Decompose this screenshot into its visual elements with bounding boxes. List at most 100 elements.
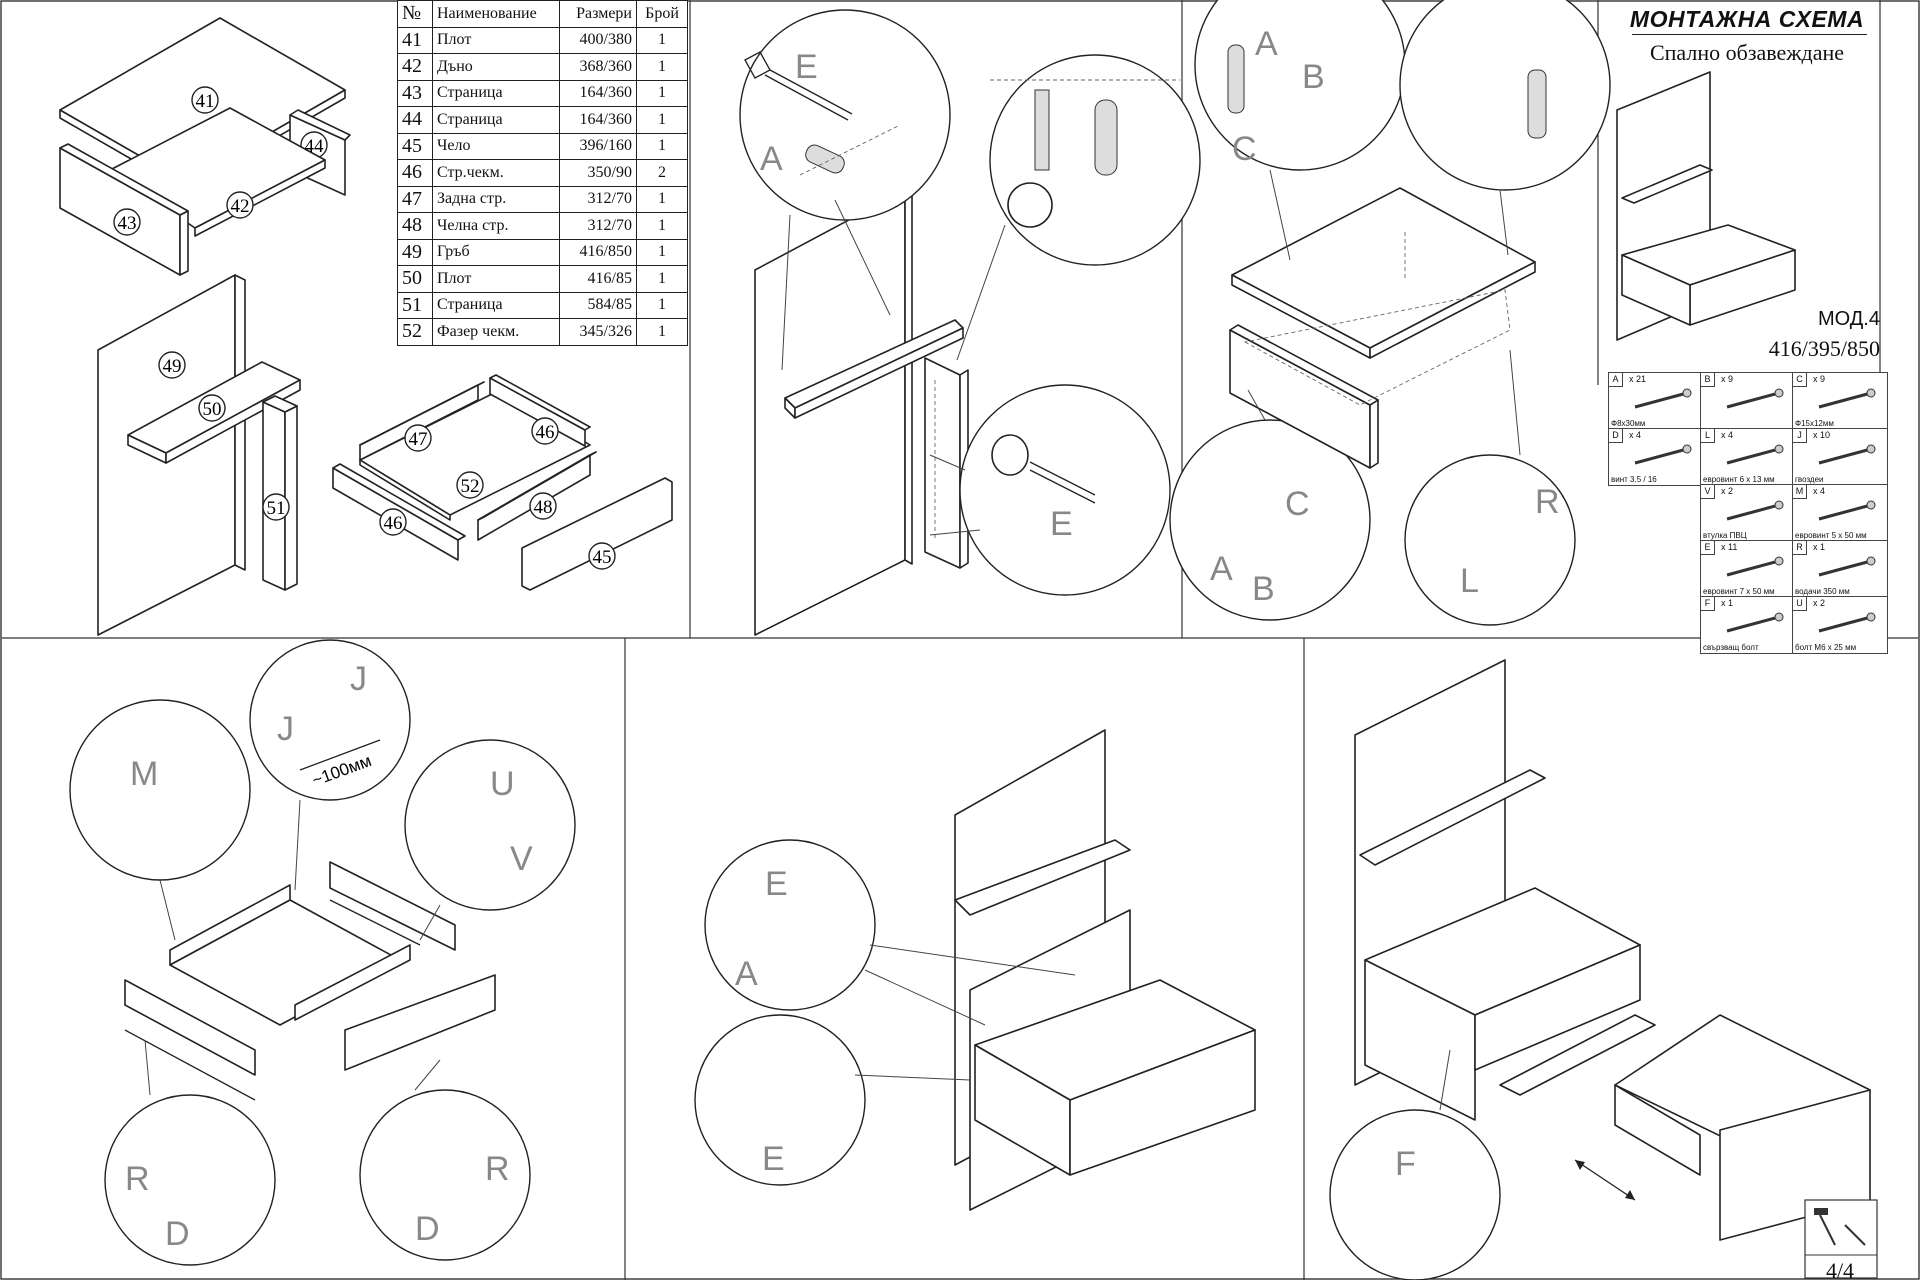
cell-size: 312/70 xyxy=(559,185,637,213)
hardware-code: J xyxy=(1793,429,1807,443)
nail-icon xyxy=(1818,444,1876,465)
detail-letter-D2: D xyxy=(415,1210,440,1248)
hardware-code: V xyxy=(1701,485,1715,499)
part-label-50: 50 xyxy=(203,399,222,420)
cell-name: Чело xyxy=(432,132,560,160)
hardware-code: R xyxy=(1793,541,1807,555)
cell-qty: 1 xyxy=(636,79,688,107)
back-shelf-panel: E A E xyxy=(739,9,1201,636)
cam-lock-icon xyxy=(1818,388,1876,409)
cell-qty: 2 xyxy=(636,159,688,187)
detail-letter-R: R xyxy=(1535,483,1560,521)
product-preview xyxy=(1616,71,1796,341)
detail-letter-J1: J xyxy=(350,660,367,698)
detail-letter-U: U xyxy=(490,765,515,803)
hardware-code: C xyxy=(1793,373,1807,387)
hardware-desc: свързващ болт xyxy=(1703,643,1759,652)
cell-name: Стр.чекм. xyxy=(432,159,560,187)
cell-qty: 1 xyxy=(636,291,688,319)
hardware-qty: x 10 xyxy=(1813,430,1831,440)
detail-letter-A-top: A xyxy=(1255,25,1278,63)
cell-num: 51 xyxy=(397,291,433,319)
detail-letter-R1: R xyxy=(125,1160,150,1198)
drawer-runner-icon xyxy=(1818,556,1876,577)
cell-size: 368/360 xyxy=(559,53,637,81)
cell-qty: 1 xyxy=(636,53,688,81)
hardware-desc: евровинт 6 x 13 мм xyxy=(1703,475,1775,484)
hardware-qty: x 4 xyxy=(1813,486,1826,496)
part-label-42: 42 xyxy=(231,196,250,217)
hardware-qty: x 9 xyxy=(1721,374,1734,384)
long-screw-icon xyxy=(1818,500,1876,521)
bolt-icon xyxy=(1818,612,1876,633)
detail-letter-B-low: B xyxy=(1252,570,1275,608)
hardware-code: U xyxy=(1793,597,1807,611)
hardware-qty: x 2 xyxy=(1721,486,1734,496)
detail-letter-C-top: C xyxy=(1232,130,1257,168)
cell-name: Страница xyxy=(432,106,560,134)
detail-letter-E3: E xyxy=(765,865,788,903)
cell-num: 45 xyxy=(397,132,433,160)
cell-size: 350/90 xyxy=(559,159,637,187)
cell-num: 41 xyxy=(397,26,433,54)
hardware-qty: x 1 xyxy=(1721,598,1734,608)
hardware-code: B xyxy=(1701,373,1715,387)
connecting-bolt-icon xyxy=(1726,612,1784,633)
cell-size: 584/85 xyxy=(559,291,637,319)
detail-letter-D1: D xyxy=(165,1215,190,1253)
part-label-46a: 46 xyxy=(536,422,555,443)
cell-size: 164/360 xyxy=(559,106,637,134)
header-size: Размери xyxy=(559,0,637,28)
cell-num: 43 xyxy=(397,79,433,107)
euroscrew-detail xyxy=(991,434,1096,504)
part-label-46b: 46 xyxy=(384,513,403,534)
cell-size: 416/85 xyxy=(559,265,637,293)
cell-size: 400/380 xyxy=(559,26,637,54)
part-label-41: 41 xyxy=(196,91,215,112)
detail-letter-J2: J xyxy=(277,710,294,748)
hardware-desc: Ф15x12мм xyxy=(1795,419,1834,428)
cell-qty: 1 xyxy=(636,238,688,266)
cell-name: Страница xyxy=(432,79,560,107)
exploded-parts-panel xyxy=(59,17,673,636)
hardware-qty: x 9 xyxy=(1813,374,1826,384)
hardware-code: F xyxy=(1701,597,1715,611)
cell-name: Страница xyxy=(432,291,560,319)
detail-letter-V: V xyxy=(510,840,533,878)
cell-name: Фазер чекм. xyxy=(432,318,560,346)
detail-letter-E: E xyxy=(795,48,818,86)
part-51-side xyxy=(262,395,298,591)
part-label-49: 49 xyxy=(163,356,182,377)
hardware-desc: евровинт 5 x 50 мм xyxy=(1795,531,1867,540)
cell-qty: 1 xyxy=(636,185,688,213)
part-label-52: 52 xyxy=(461,476,480,497)
detail-letter-F: F xyxy=(1395,1145,1416,1183)
header-num: № xyxy=(397,0,433,28)
cell-qty: 1 xyxy=(636,265,688,293)
cell-qty: 1 xyxy=(636,26,688,54)
cell-qty: 1 xyxy=(636,318,688,346)
cam-bolt-icon xyxy=(1726,388,1784,409)
part-label-51: 51 xyxy=(267,498,286,519)
hardware-qty: x 4 xyxy=(1629,430,1642,440)
part-label-48: 48 xyxy=(534,497,553,518)
final-assembly-panel: F xyxy=(1329,659,1871,1280)
cell-num: 50 xyxy=(397,265,433,293)
tools-icon xyxy=(1814,1208,1866,1246)
